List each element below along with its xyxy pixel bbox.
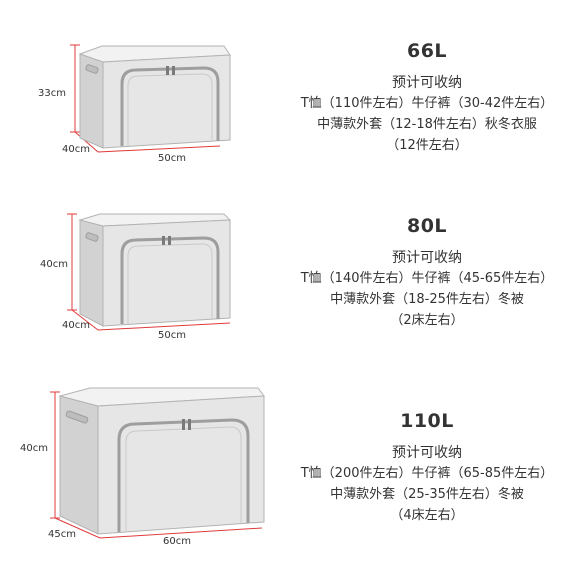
handle-icon (65, 410, 89, 424)
width-dimension-line (97, 322, 231, 331)
depth-dimension-line (54, 517, 101, 539)
capacity-line: （2床左右） (390, 313, 464, 328)
depth-label: 45cm (48, 529, 76, 540)
handle-icon (85, 64, 99, 74)
height-label: 33cm (38, 88, 66, 99)
height-label: 40cm (20, 443, 48, 454)
capacity-line: 中薄款外套（25-35件左右）冬被 (330, 487, 524, 502)
capacity-subtitle: 预计可收纳 (392, 75, 462, 91)
capacity-title: 110L (400, 410, 454, 432)
height-label: 40cm (40, 259, 68, 270)
capacity-spec: 110L 预计可收纳 T恤（200件左右）牛仔裤（65-85件左右） 中薄款外套… (277, 409, 577, 526)
capacity-spec: 66L 预计可收纳 T恤（110件左右）牛仔裤（30-42件左右） 中薄款外套（… (277, 39, 577, 156)
width-label: 50cm (158, 330, 186, 341)
capacity-line: T恤（200件左右）牛仔裤（65-85件左右） (300, 466, 554, 481)
zipper-pull-icon (166, 66, 169, 75)
zipper-pull-icon (188, 419, 191, 430)
capacity-line: 中薄款外套（18-25件左右）冬被 (330, 292, 524, 307)
box-lid (78, 45, 231, 63)
product-66l: 33cm 40cm 50cm 66L 预计可收纳 T恤（110件左右）牛仔裤（3… (0, 0, 588, 190)
capacity-line: （12件左右） (386, 138, 468, 153)
storage-box-80l-illustration (67, 213, 232, 331)
width-dimension-line (99, 527, 263, 539)
capacity-subtitle: 预计可收纳 (392, 445, 462, 461)
capacity-spec: 80L 预计可收纳 T恤（140件左右）牛仔裤（45-65件左右） 中薄款外套（… (277, 214, 577, 331)
box-lid (58, 387, 265, 407)
handle-icon (85, 232, 99, 242)
storage-box-110l-illustration (50, 387, 265, 539)
box-front-panel (102, 54, 231, 149)
capacity-line: （4床左右） (390, 508, 464, 523)
storage-box-66l-illustration (70, 44, 231, 153)
zipper-pull-icon (162, 236, 165, 245)
width-label: 60cm (163, 536, 191, 547)
product-110l: 40cm 45cm 60cm 110L 预计可收纳 T恤（200件左右）牛仔裤（… (0, 370, 588, 584)
zipper-track (127, 73, 213, 146)
capacity-line: T恤（110件左右）牛仔裤（30-42件左右） (300, 96, 554, 111)
depth-dimension-line (74, 131, 99, 153)
capacity-subtitle: 预计可收纳 (392, 250, 462, 266)
zipper-pull-icon (168, 236, 171, 245)
zipper-pull-icon (172, 66, 175, 75)
zipper-pull-icon (182, 419, 185, 430)
box-front-panel (97, 395, 265, 535)
capacity-title: 80L (406, 215, 448, 237)
capacity-line: T恤（140件左右）牛仔裤（45-65件左右） (300, 271, 554, 286)
capacity-line: 中薄款外套（12-18件左右）秋冬衣服 (317, 117, 537, 132)
width-label: 50cm (158, 153, 186, 164)
window-frame (120, 66, 220, 146)
depth-dimension-line (71, 309, 99, 331)
width-dimension-line (97, 145, 221, 153)
product-80l: 40cm 40cm 50cm 80L 预计可收纳 T恤（140件左右）牛仔裤（4… (0, 190, 588, 370)
capacity-title: 66L (406, 40, 448, 62)
depth-label: 40cm (62, 320, 90, 331)
box-lid (78, 213, 232, 227)
depth-label: 40cm (62, 144, 90, 155)
